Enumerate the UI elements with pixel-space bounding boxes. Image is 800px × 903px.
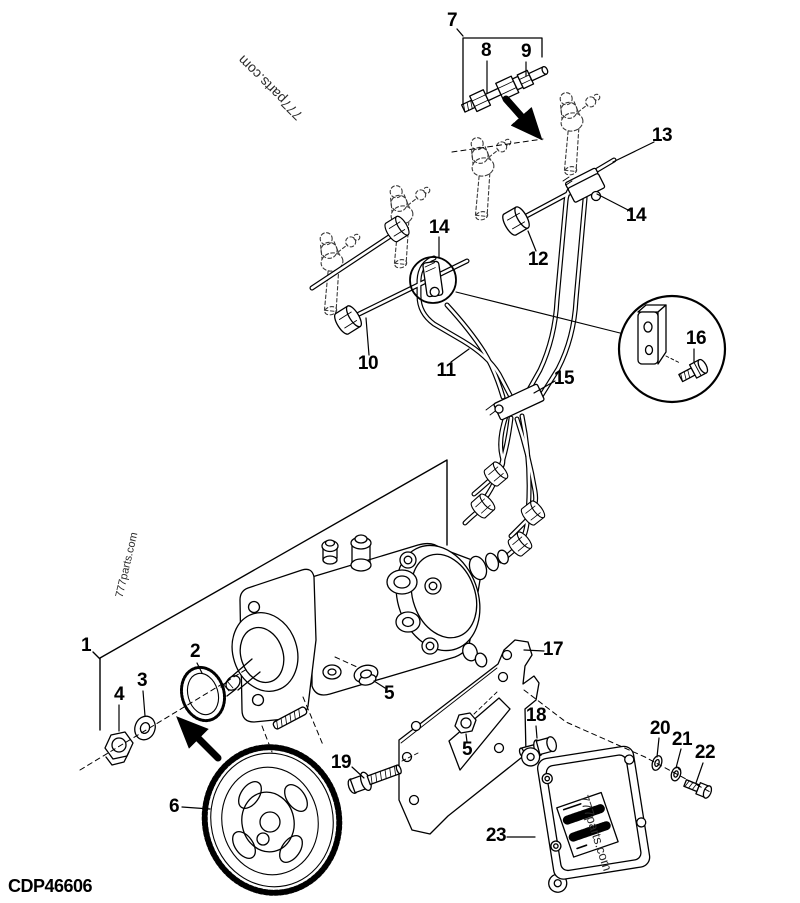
assembly-guides (79, 656, 713, 794)
clamp-block (637, 304, 667, 365)
callout-5a: 5 (383, 683, 395, 704)
timing-gear (201, 744, 343, 896)
callout-21: 21 (671, 729, 693, 750)
connector-fitting (460, 65, 549, 113)
line-clamp-14-upper (562, 167, 606, 203)
seal-ring-2 (179, 665, 227, 723)
callout-15: 15 (553, 368, 575, 389)
callout-1: 1 (80, 635, 92, 656)
line-clamp-15 (485, 383, 545, 421)
callout-14a: 14 (428, 217, 450, 238)
callout-13: 13 (651, 125, 673, 146)
nut-4 (104, 731, 134, 766)
callout-4: 4 (113, 684, 125, 705)
callout-2: 2 (189, 641, 201, 662)
line-clamp-14-circled (409, 256, 457, 304)
callout-16: 16 (685, 328, 707, 349)
ecu-label-sticker (556, 791, 619, 858)
washer-20 (651, 755, 663, 771)
injector-phantoms (305, 84, 618, 317)
detail-inset-circle (455, 291, 727, 404)
callout-9: 9 (520, 41, 532, 62)
nut-5-bracket (454, 712, 477, 734)
leader-lines (118, 60, 704, 838)
callout-10: 10 (357, 353, 379, 374)
callout-7: 7 (446, 10, 458, 31)
callout-23: 23 (485, 825, 507, 846)
sheet-code: CDP46606 (8, 876, 93, 896)
fitting-group-bracket (456, 28, 543, 108)
bolt-19 (347, 752, 419, 794)
clamp-screw-16 (678, 358, 709, 383)
callout-20: 20 (649, 718, 671, 739)
callout-22: 22 (694, 742, 716, 763)
ecu-module (520, 745, 651, 893)
pump-group-bracket (92, 459, 448, 731)
washer-3 (134, 715, 156, 741)
callout-6: 6 (168, 796, 180, 817)
callout-17: 17 (542, 639, 564, 660)
injection-pump (220, 534, 509, 730)
callout-18: 18 (525, 705, 547, 726)
nut-5-pump (353, 664, 379, 686)
mounting-bracket (398, 639, 540, 835)
callout-14b: 14 (625, 205, 647, 226)
callout-8: 8 (480, 40, 492, 61)
callout-12: 12 (527, 249, 549, 270)
direction-arrows (176, 95, 543, 762)
callout-11: 11 (436, 360, 456, 381)
callout-3: 3 (136, 670, 148, 691)
screw-22 (683, 779, 713, 799)
callout-19: 19 (330, 752, 352, 773)
callout-5b: 5 (461, 739, 473, 760)
